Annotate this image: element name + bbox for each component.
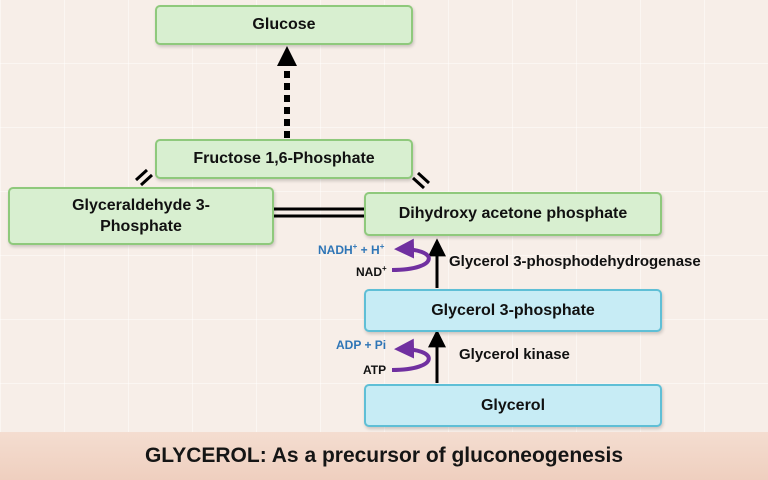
nadh-base: NADH: [318, 243, 353, 257]
caption-text: GLYCEROL: As a precursor of gluconeogene…: [144, 444, 624, 467]
dehydrogenase-enzyme-label: Glycerol 3-phosphodehydrogenase: [449, 253, 701, 270]
glucose-node: Glucose: [155, 5, 413, 45]
atp-cofactor-label: ATP: [363, 363, 387, 377]
nadh-cofactor-label: NADH+ + H+: [318, 242, 384, 257]
glucose-label: Glucose: [252, 16, 316, 33]
glyceraldehyde-label-line1: Glyceraldehyde 3-: [72, 197, 210, 214]
h-superscript: +: [379, 242, 385, 251]
glyceraldehyde-node: Glyceraldehyde 3- Phosphate: [8, 187, 274, 245]
glycerol-node: Glycerol: [364, 384, 662, 427]
fructose-node: Fructose 1,6-Phosphate: [155, 139, 413, 179]
nad-curved-arrow: [391, 238, 431, 272]
nad-base: NAD: [356, 265, 382, 279]
nad-superscript: +: [382, 264, 387, 273]
adp-cofactor-label: ADP + Pi: [336, 338, 387, 352]
isomerization-double-line: [274, 207, 364, 218]
gluconeogenesis-arrowhead: [277, 46, 297, 66]
pathway-arrows: [134, 46, 446, 383]
glycerol-label: Glycerol: [480, 396, 546, 414]
glyceraldehyde-label-line2: Phosphate: [100, 218, 182, 235]
nadh-superscript: +: [352, 242, 358, 251]
glycerol-3-phosphate-node: Glycerol 3-phosphate: [364, 289, 662, 332]
fructose-label: Fructose 1,6-Phosphate: [193, 150, 375, 167]
nad-cofactor-label: NAD+: [356, 264, 387, 279]
equilibrium-mark-right: [411, 171, 431, 190]
atp-curved-arrow: [391, 338, 431, 372]
equilibrium-mark-left: [134, 168, 154, 187]
dhap-label: Dihydroxy acetone phosphate: [398, 205, 628, 222]
glycerol-3-phosphate-label: Glycerol 3-phosphate: [431, 301, 595, 319]
caption-banner: GLYCEROL: As a precursor of gluconeogene…: [0, 432, 768, 480]
dhap-node: Dihydroxy acetone phosphate: [364, 192, 662, 236]
kinase-enzyme-label: Glycerol kinase: [459, 346, 570, 363]
nadh-plus-h: + H: [357, 243, 380, 257]
